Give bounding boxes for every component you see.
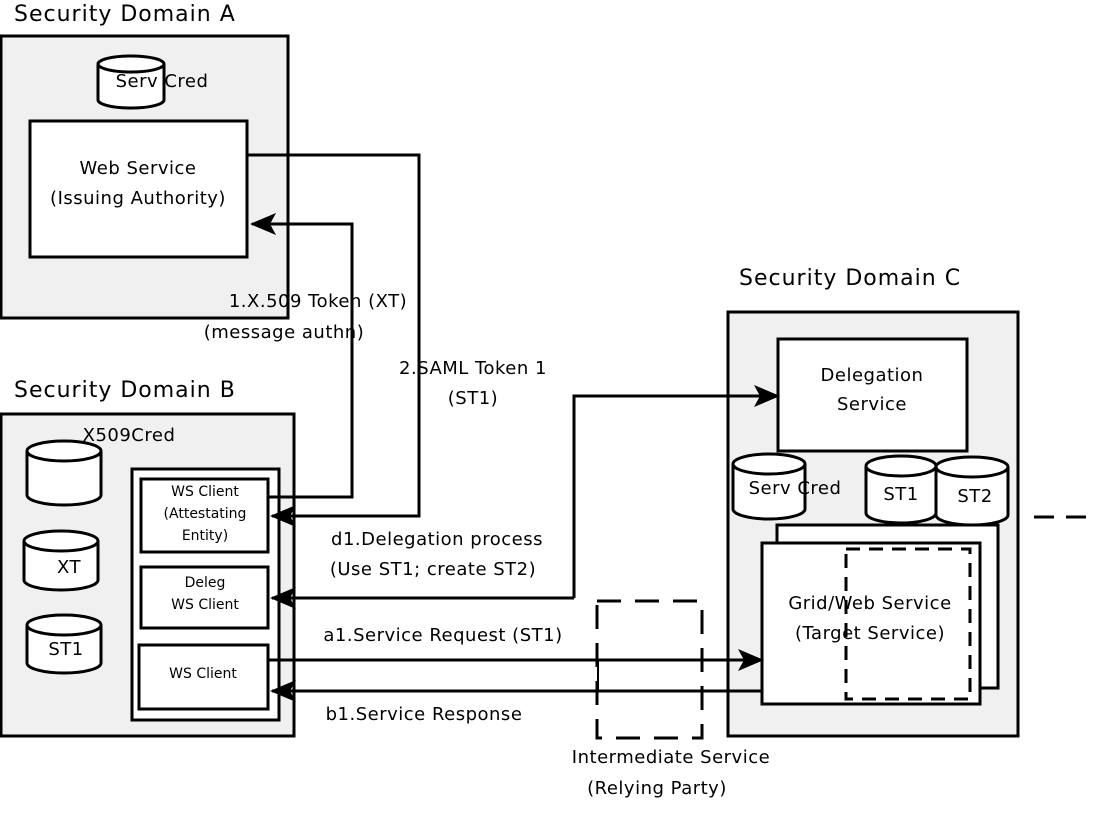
st1-icon [25, 613, 103, 675]
ws-client-box [137, 643, 270, 711]
connector-x509-token [250, 213, 354, 499]
msg-delegation-label: d1.Delegation process [331, 529, 543, 550]
grid-service-sublabel: (Target Service) [795, 623, 945, 644]
domain-c-title: Security Domain C [739, 266, 961, 291]
msg-saml-label: 2.SAML Token 1 [399, 358, 547, 379]
msg-saml-sublabel: (ST1) [448, 388, 498, 409]
domain-c-serv-cred-icon [731, 452, 807, 521]
deleg-ws-client-label: Deleg [185, 575, 226, 591]
grid-service-dashed-box [844, 547, 972, 701]
domain-c-st2-icon [934, 455, 1010, 527]
intermediate-service-sublabel: (Relying Party) [587, 778, 727, 799]
deleg-ws-client-box [139, 565, 270, 630]
xt-label: XT [57, 557, 82, 578]
domain-c-st1-icon [864, 454, 938, 525]
web-service-box [28, 119, 249, 259]
grid-service-box [760, 541, 982, 706]
st1-label: ST1 [48, 639, 83, 660]
x509cred-label: X509Cred [83, 425, 176, 446]
web-service-sublabel: (Issuing Authority) [50, 188, 226, 209]
msg-x509-label: 1.X.509 Token (XT) [229, 291, 407, 312]
domain-c-st1-label: ST1 [883, 484, 918, 505]
delegation-service-sublabel: Service [837, 394, 907, 415]
connector-saml-token [247, 153, 421, 527]
delegation-service-box [776, 337, 969, 453]
domain-c-serv-cred-label: Serv Cred [749, 478, 842, 499]
x509cred-icon [25, 439, 103, 507]
deleg-ws-client-sublabel: WS Client [171, 597, 239, 613]
ws-client-label: WS Client [169, 666, 237, 682]
grid-service-label: Grid/Web Service [788, 593, 951, 614]
connector-delegation-request [572, 385, 780, 598]
msg-service-response-label: b1.Service Response [326, 704, 523, 725]
ws-client-attesting-box [139, 477, 270, 554]
intermediate-service-label: Intermediate Service [572, 747, 770, 768]
domain-a-title: Security Domain A [14, 2, 236, 27]
domain-a-serv-cred-label: Serv Cred [116, 71, 209, 92]
msg-delegation-sublabel: (Use ST1; create ST2) [330, 559, 536, 580]
web-service-label: Web Service [80, 158, 197, 179]
msg-x509-sublabel: (message authn) [204, 322, 364, 343]
domain-b-title: Security Domain B [14, 378, 236, 403]
domain-c-st2-label: ST2 [957, 486, 992, 507]
ws-client-attesting-label: WS Client [171, 484, 239, 500]
delegation-service-label: Delegation [821, 365, 924, 386]
ws-client-attesting-sublabel: (Attestating [164, 506, 247, 522]
xt-icon [22, 529, 100, 592]
msg-service-request-label: a1.Service Request (ST1) [323, 625, 562, 646]
domain-a-serv-cred-icon [96, 54, 166, 110]
ws-client-attesting-sublabel-2: Entity) [182, 528, 228, 544]
intermediate-service-box [595, 599, 704, 740]
